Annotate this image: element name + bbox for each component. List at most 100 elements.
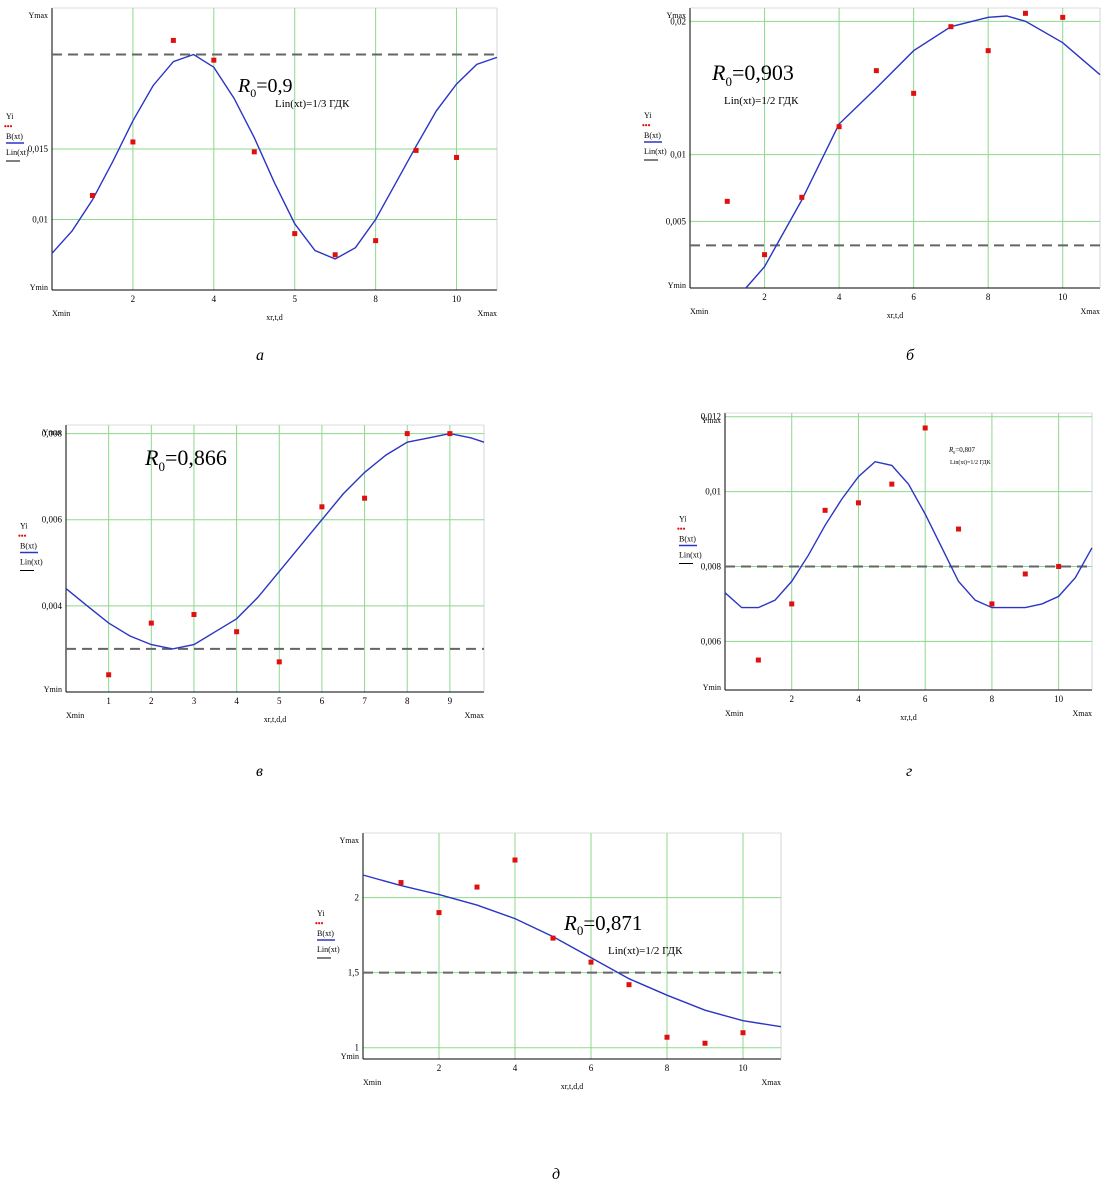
data-point [799,194,805,200]
x-tick-label: 8 [373,294,378,304]
legend-points-marker: ••• [677,525,686,534]
legend-series-lin: Lin(xt) [20,558,43,567]
y-tick-label: 0,02 [670,16,686,26]
ymax-label: Ymax [28,11,48,20]
data-point [211,57,217,63]
ymax-label: Ymax [339,836,359,845]
y-tick-label: 0,006 [701,636,722,646]
data-point [664,1034,670,1040]
y-tick-label: 0,012 [701,412,721,422]
data-point [740,1030,746,1036]
x-axis-label: xr,t,d [900,713,917,722]
legend-series-curve: B(xt) [644,131,661,140]
x-tick-label: 10 [452,294,462,304]
panel-caption-b: б [906,347,915,364]
legend-points-marker: ••• [642,121,651,130]
data-point [148,620,154,626]
data-point [234,629,240,635]
r0-label: R0=0,807 [948,446,975,455]
data-point [588,959,594,965]
legend-points-marker: ••• [18,532,27,541]
y-tick-label: 0,006 [42,515,63,525]
x-tick-label: 4 [234,696,239,706]
legend-series-points: Yi [679,515,687,524]
xmin-label: Xmin [66,711,84,720]
data-point [789,601,795,607]
data-point [822,507,828,513]
xmin-label: Xmin [363,1078,381,1087]
r0-label: R0=0,9 [237,75,293,100]
legend-series-curve: B(xt) [6,132,23,141]
ymax-label: Ymax [701,416,721,425]
ymax-label: Ymax [42,428,62,437]
r0-label: R0=0,871 [563,911,642,938]
panel-caption-a: а [256,347,264,364]
data-point [1056,563,1062,569]
xmax-label: Xmax [477,309,497,318]
x-tick-label: 10 [739,1063,749,1073]
x-tick-label: 6 [320,696,325,706]
x-tick-label: 1 [106,696,111,706]
legend-series-curve: B(xt) [679,535,696,544]
x-tick-label: 9 [448,696,453,706]
ymin-label: Ymin [44,685,62,694]
y-tick-label: 0,015 [28,144,49,154]
panel-caption-e: д [552,1166,561,1183]
xmin-label: Xmin [52,309,70,318]
x-tick-label: 6 [589,1063,594,1073]
data-point [956,526,962,532]
legend-series-points: Yi [20,522,28,531]
x-tick-label: 8 [986,292,991,302]
data-point [398,880,404,886]
x-tick-label: 2 [789,694,794,704]
ymin-label: Ymin [341,1052,359,1061]
data-point [626,982,632,988]
fitted-curve [724,460,1093,609]
xmax-label: Xmax [1072,709,1092,718]
data-point [702,1040,708,1046]
data-point [373,238,379,244]
data-point [332,252,338,258]
data-point [454,154,460,160]
lin-annotation: Lin(xt)=1/2 ГДК [950,459,992,466]
x-tick-label: 4 [212,294,217,304]
y-tick-label: 0,01 [32,215,48,225]
r0-label: R0=0,903 [711,60,794,89]
lin-annotation: Lin(xt)=1/3 ГДК [275,98,350,110]
data-point [130,139,136,145]
data-point [724,198,730,204]
x-axis-label: xr,t,d [887,311,904,320]
panel-caption-d: г [906,763,913,780]
legend-series-curve: B(xt) [317,929,334,938]
y-tick-label: 0,01 [705,487,721,497]
legend-points-marker: ••• [4,122,13,131]
fitted-curve [745,15,1101,289]
data-point [755,657,761,663]
xmin-label: Xmin [725,709,743,718]
data-point [276,659,282,665]
x-tick-label: 2 [131,294,136,304]
fitted-curve [51,53,498,260]
y-tick-label: 0,008 [701,561,722,571]
x-tick-label: 8 [665,1063,670,1073]
y-tick-label: 2 [355,893,360,903]
x-tick-label: 3 [192,696,197,706]
data-point [512,857,518,863]
xmax-label: Xmax [1080,307,1100,316]
data-point [170,37,176,43]
data-point [191,611,197,617]
ymin-label: Ymin [703,683,721,692]
xmax-label: Xmax [761,1078,781,1087]
data-point [436,910,442,916]
data-point [922,425,928,431]
legend-points-marker: ••• [315,919,324,928]
data-point [889,481,895,487]
x-axis-label: xr,t,d,d [561,1082,584,1091]
x-tick-label: 4 [513,1063,518,1073]
x-tick-label: 6 [923,694,928,704]
